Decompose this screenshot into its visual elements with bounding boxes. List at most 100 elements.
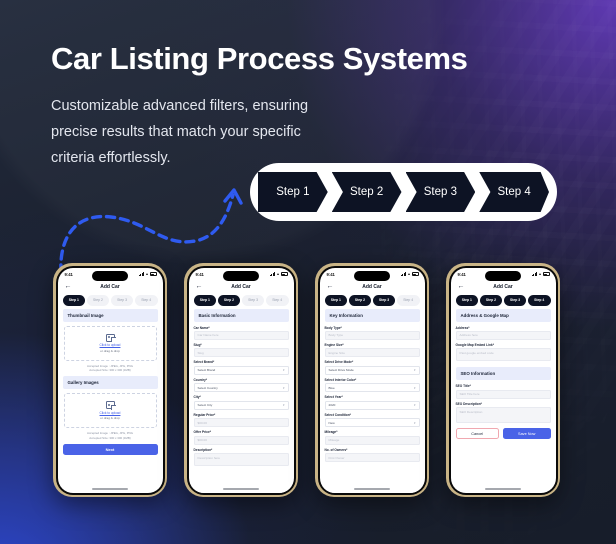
engine-size-input[interactable]: Engine Size: [324, 348, 420, 358]
select-value: Blue: [328, 385, 335, 390]
field-label: Select Condition*: [324, 412, 351, 417]
section-heading-basic-information: Basic Information: [193, 308, 289, 322]
step-tab-3[interactable]: Step 3: [110, 294, 134, 306]
dynamic-island: [485, 270, 521, 281]
wifi-icon: ▴: [276, 271, 279, 276]
arrow-left-icon[interactable]: ←: [195, 283, 203, 290]
step-tab-2[interactable]: Step 2: [348, 294, 372, 306]
signal-icon: [400, 272, 407, 276]
page-subtitle: Customizable advanced filters, ensuring …: [51, 98, 309, 166]
step-chevron-3[interactable]: Step 3: [405, 172, 476, 212]
upload-subtext: or drag & drop: [100, 416, 120, 421]
field-condition: Select Condition* New ▾: [324, 412, 420, 428]
brand-select[interactable]: Select Brand ▾: [193, 365, 289, 375]
gallery-upload-dropzone[interactable]: Click to upload or drag & drop: [63, 393, 157, 429]
form-body: Thumbnail Image: [58, 308, 163, 322]
field-engine-size: Engine Size* Engine Size: [324, 343, 420, 358]
step-tab-3[interactable]: Step 3: [372, 294, 396, 306]
status-bar: 9:41 ▴: [58, 268, 163, 281]
chevron-down-icon: ▾: [413, 368, 416, 373]
city-select[interactable]: Select City ▾: [193, 400, 289, 410]
regular-price-input[interactable]: $00.00: [193, 418, 289, 428]
arrow-left-icon[interactable]: ←: [64, 283, 72, 290]
step-tab-3[interactable]: Step 3: [241, 294, 265, 306]
arrow-left-icon[interactable]: ←: [457, 283, 465, 290]
save-now-button[interactable]: Save Now: [502, 428, 551, 440]
step-chevron-2[interactable]: Step 2: [331, 172, 402, 212]
step-tab-4[interactable]: Step 4: [134, 294, 158, 306]
year-select[interactable]: 2020 ▾: [324, 400, 420, 410]
slug-input[interactable]: Slug: [193, 348, 289, 358]
seo-title-input[interactable]: SEO Title here: [455, 389, 551, 399]
seo-description-textarea[interactable]: SEO Description: [455, 407, 551, 424]
step-tab-2[interactable]: Step 2: [479, 294, 503, 306]
wifi-icon: ▴: [407, 271, 410, 276]
phone-mockup-step-1: 9:41 ▴ ← Add Car Step 1 Step 2 Step 3: [53, 263, 167, 497]
drive-mode-select[interactable]: Select Drive Mode ▾: [324, 365, 420, 375]
section-heading-seo-information: SEO Information: [455, 367, 551, 381]
body-type-input[interactable]: Body Type: [324, 330, 420, 340]
image-upload-icon: [105, 401, 115, 410]
status-time: 9:41: [195, 271, 204, 277]
step-tab-1[interactable]: Step 1: [193, 294, 217, 306]
step-tab-1[interactable]: Step 1: [62, 294, 86, 306]
select-value: New: [328, 420, 335, 425]
mileage-input[interactable]: Mileage: [324, 435, 420, 445]
google-map-embed-textarea[interactable]: Past google embed code: [455, 348, 551, 362]
image-upload-icon: [105, 333, 115, 342]
step-tab-3[interactable]: Step 3: [503, 294, 527, 306]
home-indicator: [354, 488, 390, 490]
arrow-left-icon[interactable]: ←: [326, 283, 334, 290]
car-name-input[interactable]: Car Name here: [193, 330, 289, 340]
app-title: Add Car: [100, 283, 120, 290]
phone-mockup-step-3: 9:41 ▴ ← Add Car Step 1 Step 2 Step 3: [315, 263, 429, 497]
step-tabs: Step 1 Step 2 Step 3 Step 4: [451, 293, 556, 309]
chevron-down-icon: ▾: [282, 368, 285, 373]
step-tab-4[interactable]: Step 4: [527, 294, 551, 306]
upload-link-label[interactable]: Click to upload: [99, 410, 121, 415]
upload-link-label[interactable]: Click to upload: [99, 343, 121, 347]
step-tab-1[interactable]: Step 1: [324, 294, 348, 306]
cancel-button[interactable]: Cancel: [455, 428, 499, 440]
field-address: Address* Address here: [455, 326, 551, 340]
app-title: Add Car: [231, 283, 251, 290]
field-seo-title: SEO Title* SEO Title here: [455, 384, 551, 399]
step-tab-4[interactable]: Step 4: [265, 294, 289, 306]
step-chevron-4[interactable]: Step 4: [479, 172, 549, 212]
step-tab-1[interactable]: Step 1: [455, 294, 479, 306]
step-tab-2[interactable]: Step 2: [86, 294, 110, 306]
step-chevron-1[interactable]: Step 1: [258, 172, 328, 212]
description-textarea[interactable]: Description here: [193, 453, 289, 467]
app-navbar: ← Add Car: [58, 281, 163, 293]
step-tab-2[interactable]: Step 2: [217, 294, 241, 306]
field-body-type: Body Type* Body Type: [324, 325, 420, 340]
field-year: Select Year* 2020 ▾: [324, 395, 420, 410]
field-label: Body Type*: [324, 325, 342, 330]
thumbnail-upload-dropzone[interactable]: Click to upload or drag & drop: [63, 325, 157, 361]
chevron-down-icon: ▾: [282, 385, 285, 390]
status-icons: ▴: [138, 272, 157, 276]
signal-icon: [269, 272, 276, 276]
wifi-icon: ▴: [538, 271, 541, 276]
field-car-name: Car Name* Car Name here: [193, 326, 289, 340]
condition-select[interactable]: New ▾: [324, 418, 420, 428]
thumbnail-upload-meta: Accepted Image : JPEG, JPG, PNG Accepted…: [58, 364, 163, 373]
address-input[interactable]: Address here: [455, 330, 551, 340]
interior-color-select[interactable]: Blue ▾: [324, 383, 420, 393]
next-button[interactable]: Next: [62, 444, 158, 456]
status-time: 9:41: [326, 271, 335, 277]
country-select[interactable]: Select Country ▾: [193, 383, 289, 393]
dynamic-island: [354, 270, 390, 281]
field-owners: No. of Owners* First Owner: [324, 448, 420, 463]
field-google-map-embed: Google Map Embed Link* Past google embed…: [455, 343, 551, 362]
status-time: 9:41: [64, 271, 73, 277]
phone-screen: 9:41 ▴ ← Add Car Step 1 Step 2 Step 3: [450, 267, 556, 493]
owners-input[interactable]: First Owner: [324, 453, 420, 463]
offer-price-input[interactable]: $00.00: [193, 435, 289, 445]
field-label: Mileage*: [324, 430, 338, 435]
select-value: Select Brand: [197, 368, 216, 373]
step-tab-4[interactable]: Step 4: [396, 294, 420, 306]
field-label: Regular Price*: [193, 412, 216, 417]
phone-mockup-step-4: 9:41 ▴ ← Add Car Step 1 Step 2 Step 3: [446, 263, 560, 497]
